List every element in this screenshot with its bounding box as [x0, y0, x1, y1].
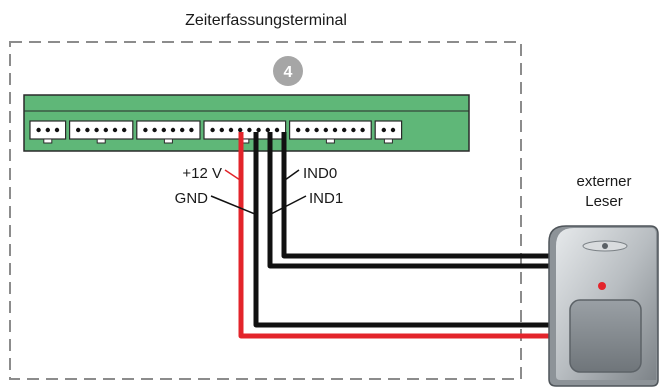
terminal-pin — [36, 127, 41, 133]
terminal-block — [374, 120, 403, 140]
diagram-title: Zeiterfassungsterminal — [185, 12, 347, 29]
terminal-block-tab — [96, 138, 106, 144]
terminal-pin — [170, 127, 176, 133]
terminal-pin — [152, 127, 157, 133]
terminal-pin — [314, 127, 319, 133]
terminal-block-tab — [43, 138, 53, 144]
terminal-pin — [94, 127, 99, 133]
terminal-pin — [228, 127, 234, 133]
label-12v: +12 V — [182, 165, 222, 182]
wire-ind0 — [281, 132, 555, 259]
terminal-pin — [85, 127, 90, 133]
terminal-pin — [238, 127, 243, 133]
terminal-pin — [390, 127, 396, 133]
terminal-pin — [210, 127, 215, 133]
terminal-pin — [161, 127, 166, 133]
wire-12v — [238, 132, 555, 339]
terminal-pin — [305, 127, 310, 133]
terminal-pin — [381, 127, 386, 133]
leader-ind1 — [270, 195, 307, 215]
terminal-pin — [103, 127, 109, 133]
terminal-pin — [274, 127, 280, 133]
reader-label-line1: externer — [576, 173, 631, 190]
step-badge: 4 — [273, 56, 303, 86]
terminal-pin — [323, 127, 328, 133]
terminal-pin — [180, 127, 185, 133]
terminal-pin — [219, 127, 224, 133]
terminal-pin — [54, 127, 60, 133]
terminal-block — [289, 120, 372, 140]
terminal-pin — [112, 127, 118, 133]
label-gnd: GND — [175, 190, 209, 207]
leader-gnd — [210, 195, 256, 215]
terminal-block-tab — [383, 138, 393, 144]
terminal-pin — [256, 127, 261, 133]
leader-12v — [224, 169, 241, 181]
leader-ind0 — [284, 169, 300, 181]
terminal-block-tab — [163, 138, 173, 144]
terminal-board — [23, 94, 470, 152]
terminal-pin — [45, 127, 50, 133]
terminal-pin — [332, 127, 338, 133]
reader-led-icon — [598, 282, 606, 290]
reader-label-line2: Leser — [585, 193, 623, 210]
terminal-pin — [143, 127, 148, 133]
terminal-pin — [247, 127, 252, 133]
terminal-pin — [265, 127, 270, 133]
label-ind1: IND1 — [309, 190, 343, 207]
terminal-block — [203, 120, 287, 140]
terminal-pin — [360, 127, 365, 133]
terminal-pin — [122, 127, 127, 133]
label-ind0: IND0 — [303, 165, 337, 182]
reader-card-pad — [569, 299, 642, 373]
wire-ind1 — [267, 132, 555, 269]
terminal-pin — [351, 127, 356, 133]
terminal-pin — [296, 127, 301, 133]
terminal-pin — [76, 127, 81, 133]
terminal-pin — [342, 127, 347, 133]
terminal-frame — [9, 41, 522, 380]
external-reader — [548, 225, 659, 387]
terminal-block-tab — [325, 138, 335, 144]
wire-gnd — [253, 132, 555, 328]
terminal-pin — [189, 127, 194, 133]
step-badge-number: 4 — [284, 64, 293, 81]
